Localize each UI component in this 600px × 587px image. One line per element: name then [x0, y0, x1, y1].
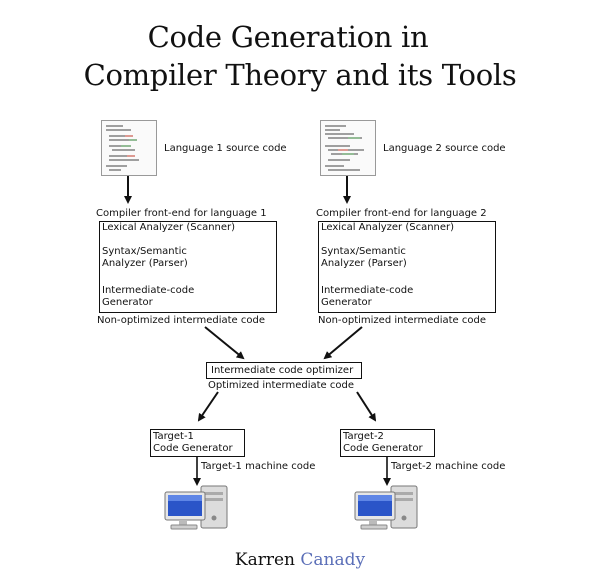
- frontend-2-box: Lexical Analyzer (Scanner) Syntax/Semant…: [318, 221, 496, 313]
- syntax-analyzer-1-line1: Syntax/Semantic: [102, 246, 187, 257]
- source-code-2-icon: [320, 120, 376, 176]
- target-1-machine-code-label: Target-1 machine code: [201, 461, 316, 472]
- intermediate-generator-1-line2: Generator: [102, 297, 153, 308]
- target-2-machine-code-label: Target-2 machine code: [391, 461, 506, 472]
- target-1-codegen-label: Code Generator: [153, 443, 233, 454]
- intermediate-generator-1-line1: Intermediate-code: [102, 285, 195, 296]
- target-2-label: Target-2: [343, 431, 384, 442]
- target-1-generator-box: Target-1 Code Generator: [150, 429, 245, 457]
- arrow-left-to-optimizer: [204, 326, 245, 360]
- title-line-1: Code Generation in: [147, 20, 429, 54]
- intermediate-generator-2-line2: Generator: [321, 297, 372, 308]
- optimized-code-label: Optimized intermediate code: [208, 380, 355, 391]
- language-2-source-label: Language 2 source code: [383, 143, 506, 154]
- frontend-2-label: Compiler front-end for language 2: [316, 208, 487, 219]
- target-2-generator-box: Target-2 Code Generator: [340, 429, 435, 457]
- syntax-analyzer-2-line1: Syntax/Semantic: [321, 246, 406, 257]
- target-2-codegen-label: Code Generator: [343, 443, 423, 454]
- author-last-name: Canady: [300, 550, 366, 570]
- frontend-1-box: Lexical Analyzer (Scanner) Syntax/Semant…: [99, 221, 277, 313]
- syntax-analyzer-2-line2: Analyzer (Parser): [321, 258, 407, 269]
- lexical-analyzer-2: Lexical Analyzer (Scanner): [321, 222, 455, 233]
- lexical-analyzer-1: Lexical Analyzer (Scanner): [102, 222, 236, 233]
- title-line-2: Compiler Theory and its Tools: [83, 58, 517, 92]
- nonoptimized-1-label: Non-optimized intermediate code: [97, 315, 265, 326]
- target-1-label: Target-1: [153, 431, 194, 442]
- frontend-1-label: Compiler front-end for language 1: [96, 208, 267, 219]
- author-name: Karren Canady: [0, 550, 600, 570]
- computer-2-icon: [354, 485, 418, 530]
- computer-1-icon: [164, 485, 228, 530]
- arrow-optimizer-to-target2: [356, 391, 377, 422]
- intermediate-generator-2-line1: Intermediate-code: [321, 285, 414, 296]
- source-code-1-icon: [101, 120, 157, 176]
- optimizer-box: Intermediate code optimizer: [206, 362, 362, 379]
- language-1-source-label: Language 1 source code: [164, 143, 287, 154]
- optimizer-label: Intermediate code optimizer: [211, 365, 354, 376]
- arrow-right-to-optimizer: [323, 326, 363, 360]
- nonoptimized-2-label: Non-optimized intermediate code: [318, 315, 486, 326]
- author-first-name: Karren: [234, 550, 295, 570]
- arrow-optimizer-to-target1: [197, 391, 219, 422]
- syntax-analyzer-1-line2: Analyzer (Parser): [102, 258, 188, 269]
